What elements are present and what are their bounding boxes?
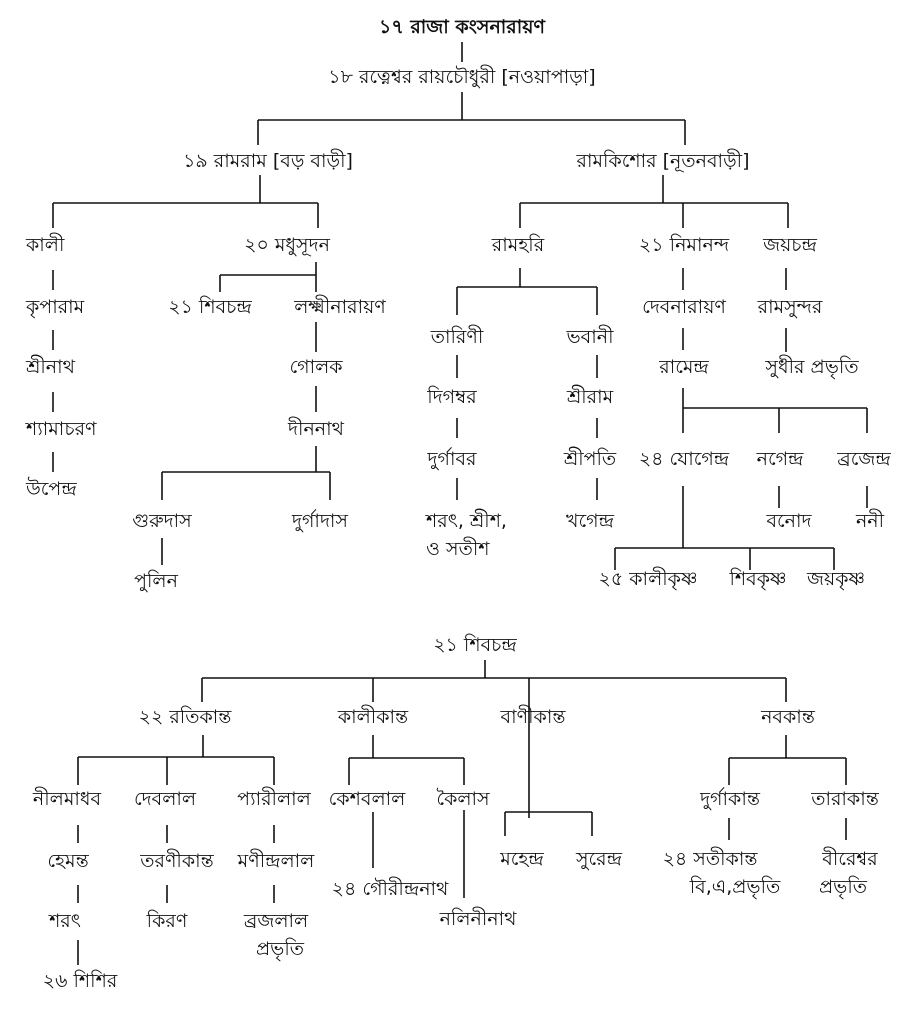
node-pulin: পুলিন [134,570,178,592]
node-ratneshwar: ১৮ রত্নেশ্বর রায়চৌধুরী [নওয়াপাড়া] [328,66,596,88]
node-nilmadhab: নীলমাধব [32,788,102,810]
node-ratikanta: ২২ রতিকান্ত [138,706,232,728]
node-ramsundar: রামসুন্দর [757,296,823,318]
node-durgabar: দুর্গাবর [427,448,477,470]
node-keshablal: কেশবলাল [328,788,406,810]
node-shibchandra-21: ২১ শিবচন্দ্র [168,296,252,318]
node-shibkrishna: শিবকৃষ্ণ [729,568,787,590]
node-satikanta: ২৪ সতীকান্ত [662,848,758,870]
node-jogendra: ২৪ যোগেন্দ্র [638,448,730,470]
node-tarini: তারিণী [430,326,484,348]
node-digambar: দিগম্বর [427,386,477,408]
node-nabakanta: নবকান্ত [761,706,815,728]
node-sharat: শরৎ [49,910,81,932]
node-ramram: ১৯ রামরাম [বড় বাড়ী] [183,150,353,172]
node-nalininath: নলিনীনাথ [439,908,517,930]
node-kalikanta: কালীকান্ত [337,706,409,728]
node-gurudas: গুরুদাস [132,510,192,532]
node-durgadas: দুর্গাদাস [292,510,348,532]
node-lakshminarayan: লক্ষ্মীনারায়ণ [294,296,386,318]
node-joykrishna: জয়কৃষ্ণ [807,568,865,590]
node-ramendra: রামেন্দ্র [659,356,709,378]
node-kiran: কিরণ [146,910,188,932]
node-brajalal-etc: প্রভৃতি [255,938,305,960]
node-tarakanta: তারাকান্ত [811,788,879,810]
node-srinath: শ্রীনাথ [26,356,75,378]
node-kali: কালী [26,234,65,256]
node-nagendra: নগেন্দ্র [756,448,804,470]
node-banikanta: বাণীকান্ত [500,706,566,728]
node-taranikanta: তরণীকান্ত [140,850,214,872]
node-dinanath: দীননাথ [288,418,344,440]
node-mahendra: মহেন্দ্র [500,848,544,870]
node-shibchandra-root: ২১ শিবচন্দ্র [433,634,517,656]
node-gaurindranath: ২৪ গৌরীন্দ্রনাথ [331,878,449,900]
node-noni: ননী [855,510,885,532]
node-nimananda: ২১ নিমানন্দ [638,234,730,256]
node-ramkishor: রামকিশোর [নূতনবাড়ী] [576,150,750,172]
node-bhabani: ভবানী [566,326,614,348]
node-satikanta-etc: বি,এ,প্রভৃতি [689,876,781,898]
node-deblal: দেবলাল [133,788,197,810]
node-hemanta: হেমন্ত [47,850,89,872]
node-sriram: শ্রীরাম [566,386,614,408]
node-sharat-srish: শরৎ, শ্রীশ, [426,510,507,532]
node-sripati: শ্রীপতি [563,448,617,470]
node-brajalal: ব্রজলাল [243,910,309,932]
node-khagendra: খগেন্দ্র [566,510,614,532]
node-joychandra: জয়চন্দ্র [763,234,817,256]
node-golak: গোলক [289,356,343,378]
node-brajendra: ব্রজেন্দ্র [837,448,891,470]
node-manindralal: মণীন্দ্রলাল [237,850,315,872]
node-pyarilal: প্যারীলাল [237,788,311,810]
node-debnarayan: দেবনারায়ণ [642,296,726,318]
node-satish: ও সতীশ [426,538,490,560]
node-durgakanta: দুর্গাকান্ত [700,788,760,810]
node-benod: বনোদ [766,510,812,532]
node-shishir: ২৬ শিশির [42,970,118,992]
node-raja-kangsanarayan: ১৭ রাজা কংসনারায়ণ [379,16,545,38]
node-ramhari: রামহরি [491,234,545,256]
node-sudhir: সুধীর প্রভৃতি [765,356,859,378]
node-surendra: সুরেন্দ্র [575,848,623,870]
node-bireshwar: বীরেশ্বর [822,848,878,870]
node-kailas: কৈলাস [436,788,490,810]
node-kalikrishna: ২৫ কালীকৃষ্ণ [598,568,698,590]
node-shyamacharan: শ্যামাচরণ [26,418,97,440]
node-bireshwar-etc: প্রভৃতি [818,876,868,898]
node-upendra: উপেন্দ্র [26,478,77,500]
node-madhusudan: ২০ মধুসূদন [244,234,330,256]
node-kriparam: কৃপারাম [26,296,85,318]
